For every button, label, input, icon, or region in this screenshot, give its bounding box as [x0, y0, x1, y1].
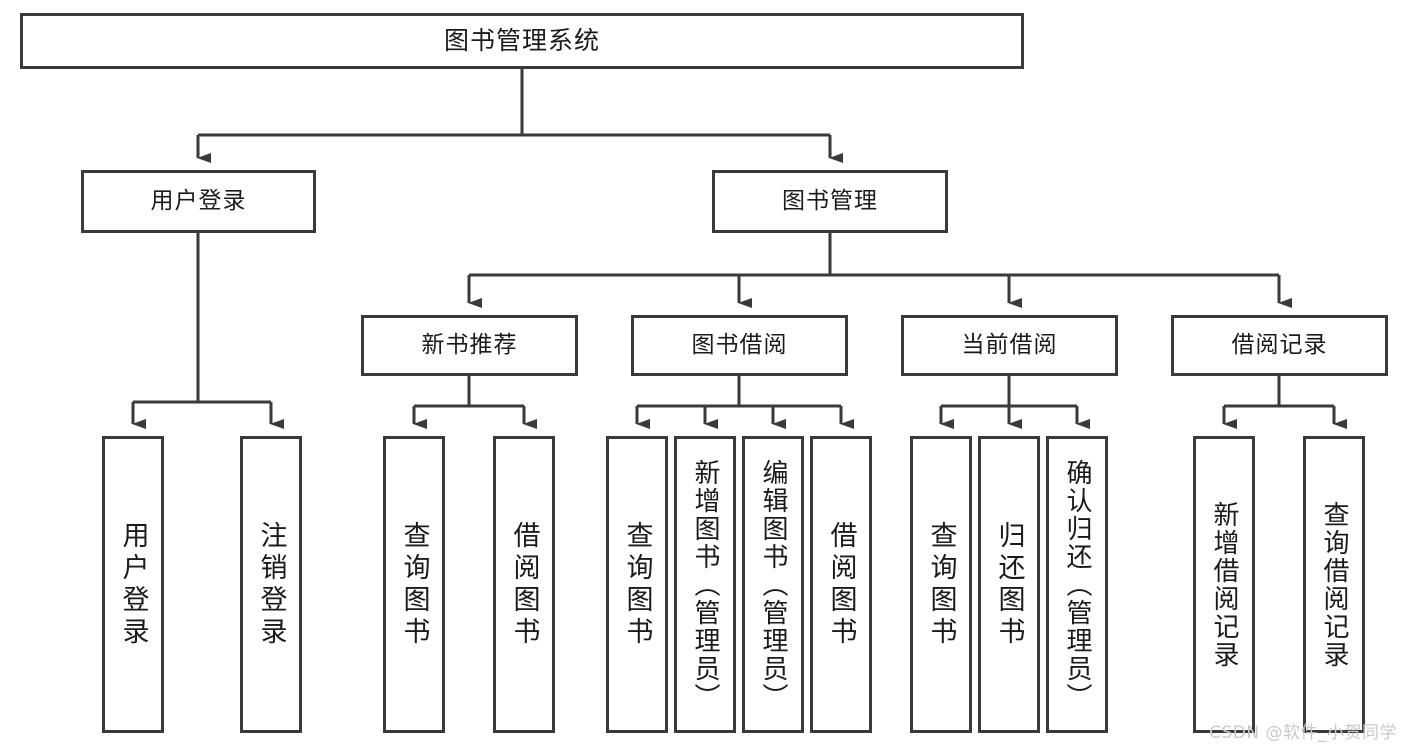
leaf-book-borrow-edit[interactable]: 编辑图书（管理员）	[742, 436, 804, 733]
leaf-new-book-borrow[interactable]: 借阅图书	[493, 436, 555, 733]
node-label: 新增图书（管理员）	[690, 458, 720, 711]
leaf-user-login-logout[interactable]: 注销登录	[240, 436, 302, 733]
node-borrow-record[interactable]: 借阅记录	[1171, 315, 1388, 376]
node-label: 借阅记录	[1231, 331, 1328, 358]
node-current-borrow[interactable]: 当前借阅	[901, 315, 1118, 376]
node-label: 新书推荐	[421, 331, 518, 358]
csdn-watermark: CSDN @软件_小贺同学	[1209, 723, 1397, 743]
node-root-system[interactable]: 图书管理系统	[20, 13, 1024, 69]
node-label: 查询图书	[398, 520, 430, 649]
leaf-user-login-login[interactable]: 用户登录	[102, 436, 164, 733]
leaf-book-borrow-query[interactable]: 查询图书	[606, 436, 668, 733]
node-label: 注销登录	[255, 520, 287, 649]
node-label: 查询图书	[925, 520, 957, 649]
node-user-login[interactable]: 用户登录	[81, 170, 316, 233]
leaf-borrow-record-query[interactable]: 查询借阅记录	[1303, 436, 1365, 733]
node-label: 新增借阅记录	[1209, 500, 1239, 669]
node-label: 查询图书	[621, 520, 653, 649]
leaf-borrow-record-add[interactable]: 新增借阅记录	[1193, 436, 1255, 733]
node-label: 图书管理	[782, 187, 878, 214]
node-label: 借阅图书	[825, 520, 857, 649]
leaf-book-borrow-lend[interactable]: 借阅图书	[810, 436, 872, 733]
node-label: 图书借阅	[691, 331, 788, 358]
leaf-current-borrow-confirm-return[interactable]: 确认归还（管理员）	[1046, 436, 1108, 733]
node-label: 用户登录	[150, 187, 247, 214]
node-label: 借阅图书	[508, 520, 540, 649]
node-book-borrow[interactable]: 图书借阅	[631, 315, 848, 376]
node-label: 查询借阅记录	[1319, 500, 1349, 669]
leaf-book-borrow-add[interactable]: 新增图书（管理员）	[674, 436, 736, 733]
node-label: 确认归还（管理员）	[1062, 458, 1092, 711]
node-label: 图书管理系统	[443, 26, 600, 55]
node-label: 当前借阅	[961, 331, 1058, 358]
node-label: 归还图书	[993, 520, 1025, 649]
node-book-management[interactable]: 图书管理	[712, 170, 948, 233]
leaf-current-borrow-query[interactable]: 查询图书	[910, 436, 972, 733]
node-label: 用户登录	[117, 520, 149, 649]
node-label: 编辑图书（管理员）	[758, 458, 788, 711]
node-new-book-recommend[interactable]: 新书推荐	[361, 315, 578, 376]
leaf-new-book-query[interactable]: 查询图书	[383, 436, 445, 733]
leaf-current-borrow-return[interactable]: 归还图书	[978, 436, 1040, 733]
